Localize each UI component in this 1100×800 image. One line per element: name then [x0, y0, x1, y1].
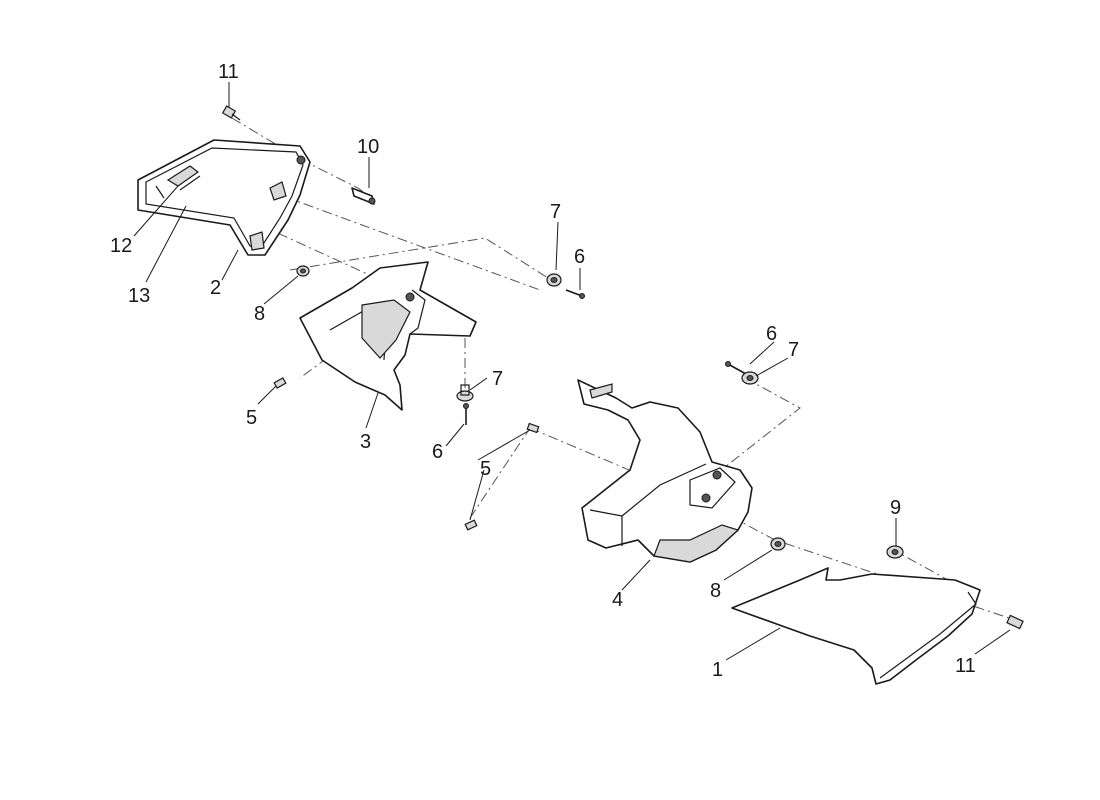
callout-11-upper: 11 [218, 61, 239, 83]
callout-7-upper: 7 [550, 201, 561, 223]
callout-7-lower: 7 [788, 339, 799, 361]
callout-6-mid: 6 [432, 441, 443, 463]
callout-3: 3 [360, 431, 371, 453]
duct-underside [653, 524, 740, 563]
part-8-grommet-upper [296, 265, 310, 277]
callout-6-lower: 6 [766, 323, 777, 345]
part-4-lower-duct [577, 379, 753, 563]
callout-5-upper: 5 [246, 407, 257, 429]
part-8-grommet-lower [770, 537, 786, 551]
part-10-spacer [351, 187, 376, 205]
callout-4: 4 [612, 589, 623, 611]
panel-lower-tab [249, 231, 265, 251]
callout-5-lower: 5 [480, 458, 491, 480]
part-2-upper-panel [137, 139, 311, 256]
callout-labels: 11 10 7 6 12 13 2 8 5 3 7 6 6 7 5 4 8 9 … [110, 61, 976, 681]
part-7-washer-upper [546, 273, 562, 287]
part-3-duct-bracket [299, 261, 477, 411]
callout-6-upper: 6 [574, 246, 585, 268]
callout-7-mid: 7 [492, 368, 503, 390]
assembly-line-lower [714, 377, 976, 596]
part-5-screw-lower-b [464, 519, 478, 531]
callout-2: 2 [210, 277, 221, 299]
part-5-screw-upper [273, 377, 287, 389]
leader-lines [133, 82, 1011, 661]
callout-8-lower: 8 [710, 580, 721, 602]
callout-11-lower: 11 [955, 655, 976, 677]
callout-8-upper: 8 [254, 303, 265, 325]
callout-12: 12 [110, 235, 132, 257]
part-9-nut [886, 545, 904, 559]
part-6-screw-upper [565, 289, 585, 299]
callout-9: 9 [890, 497, 901, 519]
callout-10: 10 [357, 136, 379, 158]
panel-slot [166, 165, 200, 187]
panel-tab [269, 181, 287, 201]
part-6-screw-mid [463, 403, 469, 425]
part-5-screw-lower-a [526, 422, 540, 434]
part-7-washer-mid [456, 384, 474, 402]
panel-mount-hole [296, 155, 306, 165]
callout-1: 1 [712, 659, 723, 681]
duct-vent [589, 383, 613, 399]
part-1-lower-fairing [731, 567, 981, 685]
bracket-flap [361, 299, 411, 359]
callout-13: 13 [128, 285, 150, 307]
part-7-washer-lower [741, 371, 759, 385]
part-11-bolt-upper [221, 105, 241, 121]
part-6-screw-lower [725, 361, 747, 375]
part-11-bolt-lower [1006, 614, 1024, 630]
